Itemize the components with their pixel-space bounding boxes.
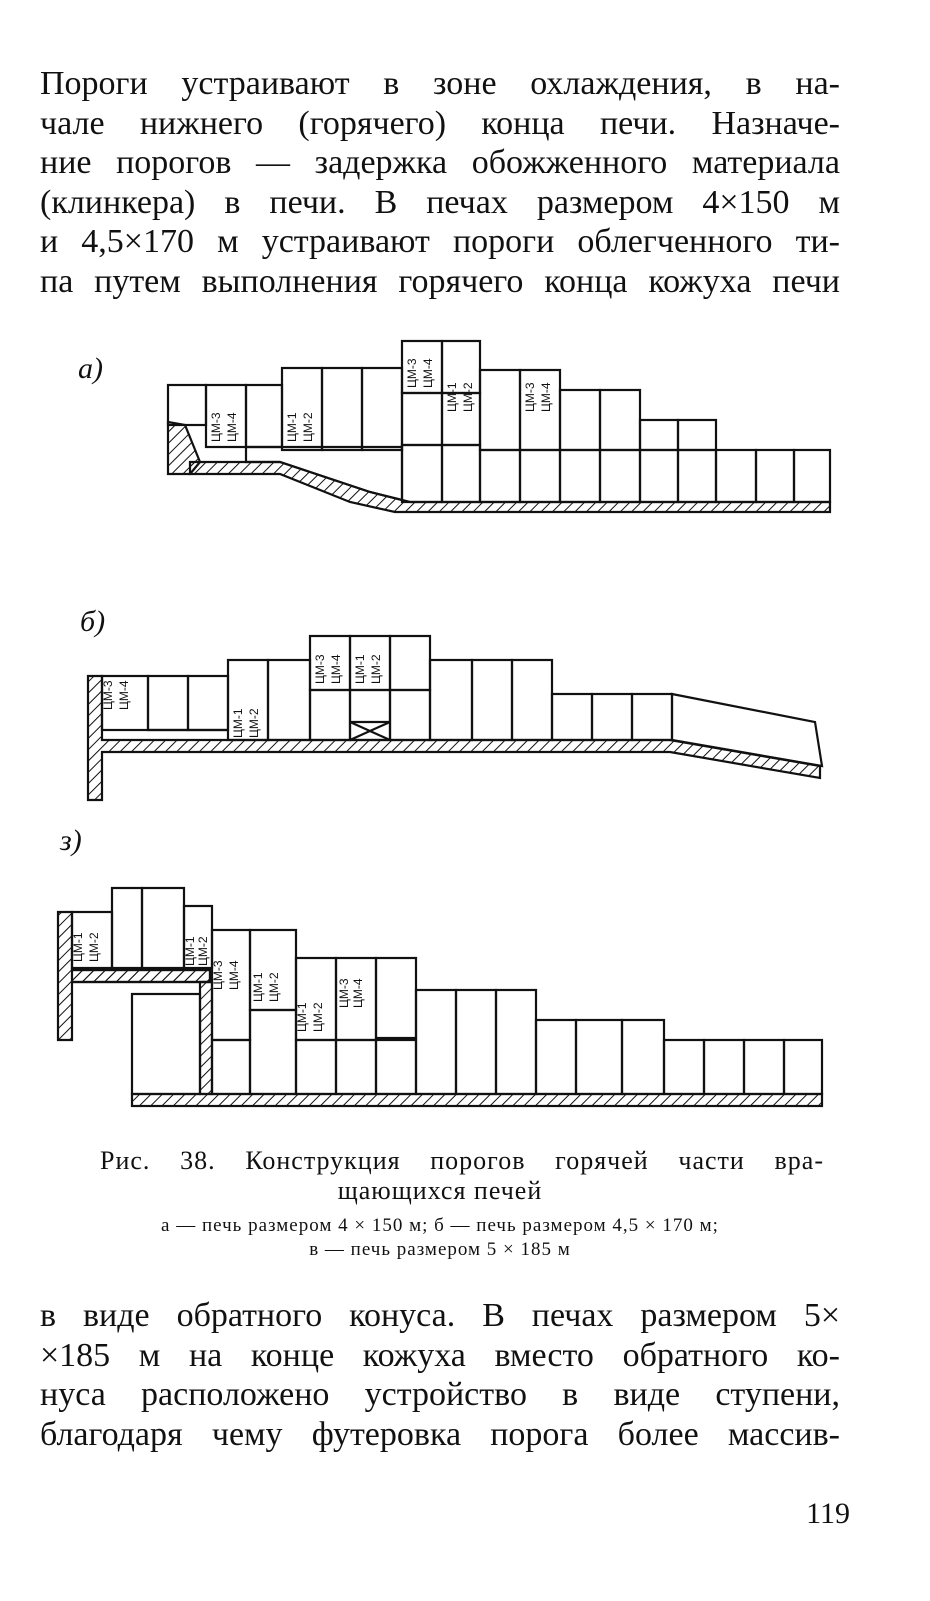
figure-a-drawing: ЦМ-3 ЦМ-4 ЦМ-1 ЦМ-2 ЦМ-3 ЦМ-4 ЦМ-1 ЦМ-2 … bbox=[166, 339, 832, 514]
cell-label: ЦМ-2 bbox=[301, 412, 315, 442]
cell-label: ЦМ-2 bbox=[267, 972, 281, 1002]
cell-label: ЦМ-1 bbox=[183, 936, 197, 966]
cell-label: ЦМ-4 bbox=[117, 680, 131, 710]
cell-label: ЦМ-1 bbox=[231, 708, 245, 738]
figure-c-drawing: ЦМ-1 ЦМ-2 ЦМ-1 ЦМ-2 ЦМ-3 ЦМ-4 ЦМ-1 ЦМ-2 … bbox=[56, 886, 824, 1108]
cell-label: ЦМ-4 bbox=[329, 654, 343, 684]
cell-label: ЦМ-2 bbox=[461, 382, 475, 412]
cell-label: ЦМ-3 bbox=[209, 412, 223, 442]
cell-label: ЦМ-3 bbox=[101, 680, 115, 710]
shell-plate bbox=[130, 1092, 824, 1108]
figure-caption-legend: а — печь размером 4 × 150 м; б — печь ра… bbox=[40, 1214, 840, 1262]
text-line: в виде обратного конуса. В печах размеро… bbox=[40, 1297, 840, 1334]
cell-label: ЦМ-1 bbox=[285, 412, 299, 442]
shell-plate bbox=[86, 674, 822, 802]
cell-label: ЦМ-1 bbox=[353, 654, 367, 684]
cell-label: ЦМ-3 bbox=[337, 978, 351, 1008]
cell-label: ЦМ-1 bbox=[295, 1002, 309, 1032]
cone-end bbox=[166, 420, 202, 476]
cell-label: ЦМ-4 bbox=[351, 978, 365, 1008]
paragraph-bottom: в виде обратного конуса. В печах размеро… bbox=[40, 1296, 840, 1454]
cell-label: ЦМ-4 bbox=[539, 382, 553, 412]
text-line: Пороги устраивают в зоне охлаждения, в н… bbox=[40, 65, 840, 102]
text-line: (клинкера) в печи. В печах размером 4×15… bbox=[40, 183, 840, 221]
text-line: и 4,5×170 м устраивают пороги облегченно… bbox=[40, 223, 840, 260]
cell-label: ЦМ-3 bbox=[523, 382, 537, 412]
text-line: ние порогов — задержка обожженного матер… bbox=[40, 144, 840, 181]
text-line: чале нижнего (горячего) конца печи. Назн… bbox=[40, 104, 840, 142]
cell-label: ЦМ-2 bbox=[196, 936, 210, 966]
figure-b-drawing: ЦМ-3 ЦМ-4 ЦМ-1 ЦМ-2 ЦМ-3 ЦМ-4 ЦМ-1 ЦМ-2 bbox=[86, 634, 824, 802]
cell-label: ЦМ-2 bbox=[87, 932, 101, 962]
cell-label: ЦМ-4 bbox=[227, 960, 241, 990]
text-line: нуса расположено устройство в виде ступе… bbox=[40, 1376, 840, 1413]
page-number: 119 bbox=[806, 1497, 850, 1530]
shell-plate bbox=[188, 460, 832, 514]
figure-caption-title: Рис. 38. Конструкция порогов горячей час… bbox=[40, 1146, 840, 1206]
text-line: благодаря чему футеровка порога более ма… bbox=[40, 1415, 840, 1453]
caption-line: Рис. 38. Конструкция порогов горячей час… bbox=[100, 1146, 824, 1175]
cell-label: ЦМ-4 bbox=[225, 412, 239, 442]
cell-label: ЦМ-3 bbox=[313, 654, 327, 684]
figure-b-label: б) bbox=[80, 605, 106, 638]
cell-label: ЦМ-1 bbox=[251, 972, 265, 1002]
caption-line: щающихся печей bbox=[337, 1176, 543, 1205]
paragraph-top: Пороги устраивают в зоне охлаждения, в н… bbox=[40, 64, 840, 301]
text-line: ×185 м на конце кожуха вместо обратного … bbox=[40, 1336, 840, 1374]
cell-label: ЦМ-2 bbox=[311, 1002, 325, 1032]
cell-label: ЦМ-1 bbox=[445, 382, 459, 412]
figure-a-label: а) bbox=[78, 352, 103, 385]
cell-label: ЦМ-3 bbox=[405, 358, 419, 388]
caption-legend-line: а — печь размером 4 × 150 м; б — печь ра… bbox=[161, 1215, 719, 1236]
text-line: па путем выполнения горячего конца кожух… bbox=[40, 262, 840, 300]
cell-label: ЦМ-4 bbox=[421, 358, 435, 388]
cell-label: ЦМ-1 bbox=[71, 932, 85, 962]
caption-legend-line: в — печь размером 5 × 185 м bbox=[309, 1239, 571, 1260]
cell-label: ЦМ-2 bbox=[369, 654, 383, 684]
cell-label: ЦМ-2 bbox=[247, 708, 261, 738]
cell-label: ЦМ-3 bbox=[211, 960, 225, 990]
figure-c-label: з) bbox=[60, 824, 82, 857]
